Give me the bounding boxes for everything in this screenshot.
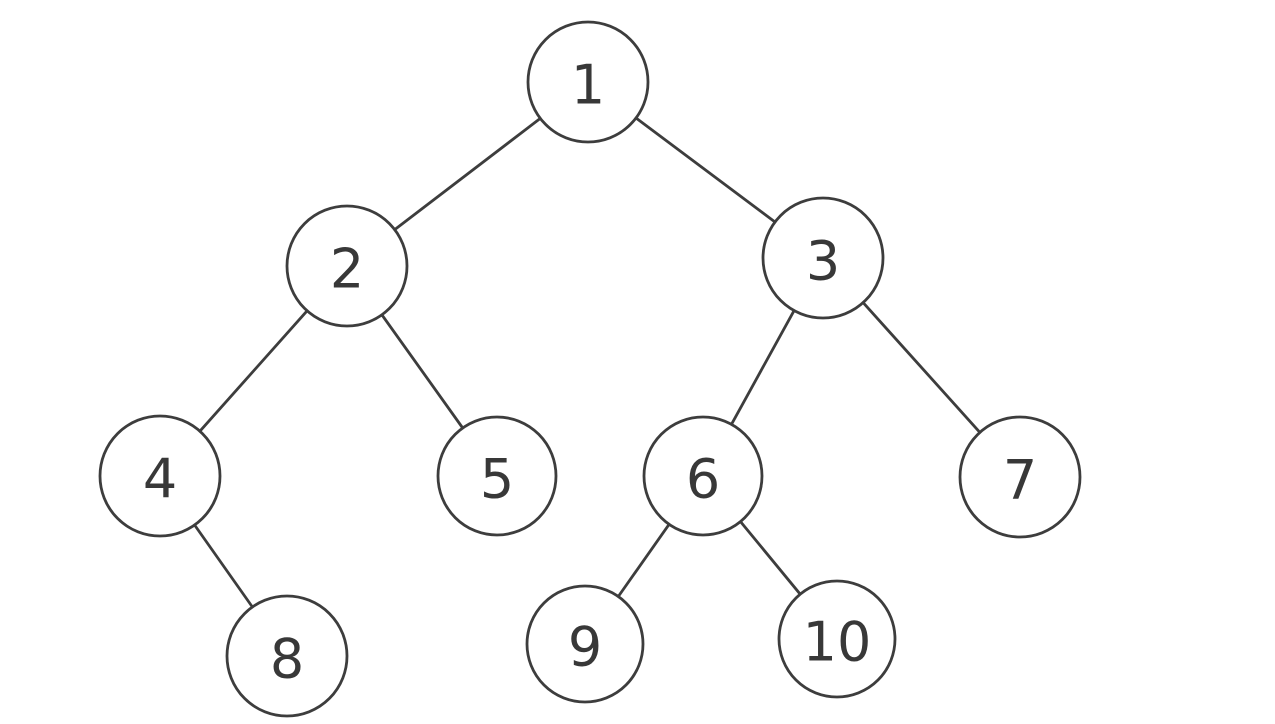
tree-edge-2-5 [380, 313, 465, 430]
tree-edge-4-8 [193, 523, 254, 609]
tree-node-6: 6 [642, 415, 764, 537]
tree-node-7: 7 [958, 415, 1082, 539]
tree-nodes-group: 1 2 3 4 5 6 7 8 9 10 [98, 20, 1082, 718]
tree-node-circle-3 [761, 196, 885, 320]
tree-node-label-3: 3 [806, 230, 840, 293]
tree-node-1: 1 [526, 20, 650, 144]
tree-node-10: 10 [777, 579, 897, 699]
tree-edge-3-7 [861, 301, 982, 434]
tree-node-circle-9 [525, 584, 645, 704]
tree-edge-6-9 [616, 522, 671, 598]
tree-node-label-2: 2 [330, 238, 364, 301]
tree-node-label-7: 7 [1003, 449, 1037, 512]
tree-node-circle-2 [285, 204, 409, 328]
tree-edge-1-2 [393, 117, 542, 232]
tree-node-label-8: 8 [270, 628, 304, 691]
tree-node-label-1: 1 [571, 54, 605, 117]
tree-node-circle-10 [777, 579, 897, 699]
tree-node-8: 8 [225, 594, 349, 718]
tree-edge-1-3 [634, 116, 777, 224]
tree-node-label-5: 5 [480, 448, 514, 511]
tree-node-circle-1 [526, 20, 650, 144]
tree-node-label-9: 9 [568, 616, 602, 679]
tree-node-2: 2 [285, 204, 409, 328]
tree-edge-2-4 [198, 309, 309, 433]
tree-node-circle-7 [958, 415, 1082, 539]
tree-node-5: 5 [436, 415, 558, 537]
tree-node-circle-5 [436, 415, 558, 537]
tree-edges-group [193, 116, 982, 609]
tree-node-circle-8 [225, 594, 349, 718]
tree-node-3: 3 [761, 196, 885, 320]
tree-edge-3-6 [730, 309, 796, 426]
tree-node-label-6: 6 [686, 448, 720, 511]
tree-node-circle-6 [642, 415, 764, 537]
tree-edge-6-10 [739, 520, 802, 596]
tree-node-label-10: 10 [803, 611, 872, 674]
tree-node-4: 4 [98, 414, 222, 538]
tree-node-label-4: 4 [143, 448, 177, 511]
tree-node-9: 9 [525, 584, 645, 704]
tree-node-circle-4 [98, 414, 222, 538]
